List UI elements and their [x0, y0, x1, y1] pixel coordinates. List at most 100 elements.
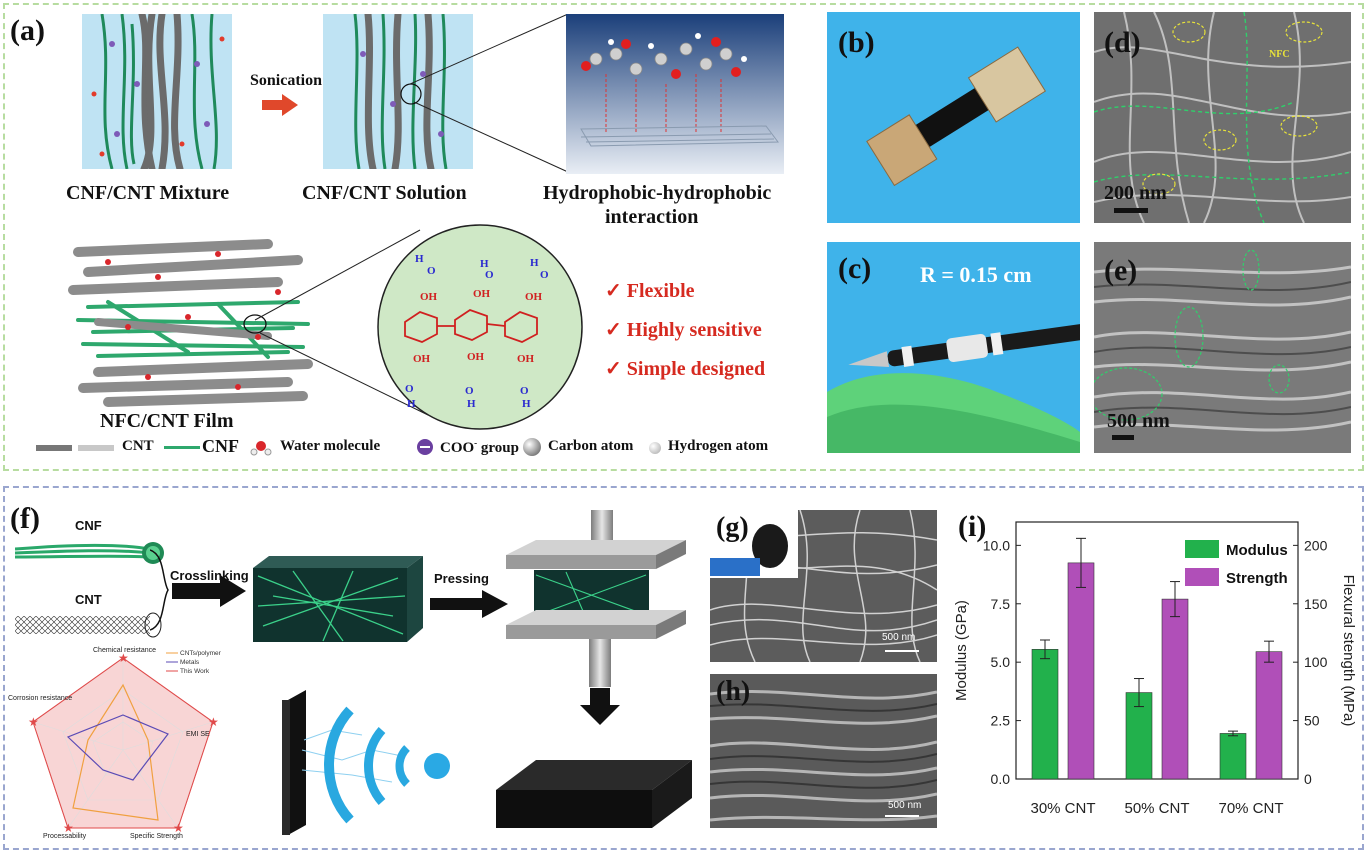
radar-chart: ★★★★★ Chemical resistance EMI SE Specifi… [8, 647, 222, 840]
y-tick-label: 2.5 [991, 713, 1011, 729]
zoom-lines-solution [410, 14, 569, 173]
caption-interaction-line2: interaction [605, 206, 699, 228]
legend-cnf: CNF [202, 436, 239, 456]
y-tick-label: 7.5 [991, 596, 1011, 612]
crosslinked-block-illustration [253, 556, 423, 642]
radar-axis-emi: EMI SE [186, 731, 210, 738]
legend-cnt: CNT [122, 438, 154, 454]
svg-text:★: ★ [208, 715, 219, 729]
radar-axis-processability: Processability [43, 833, 87, 840]
top-figure-frame [3, 3, 1364, 471]
coo-group-icon [417, 439, 433, 455]
svg-text:H: H [522, 398, 531, 410]
y-axis-label: Modulus (GPa) [953, 600, 970, 701]
sonication-label: Sonication [250, 72, 323, 89]
panel-label-d: (d) [1104, 26, 1141, 59]
svg-text:OH: OH [473, 288, 491, 300]
svg-text:O: O [405, 383, 414, 395]
cnf-fiber-bundle-illustration [15, 542, 164, 564]
label-cnf: CNF [75, 518, 102, 533]
svg-text:H: H [530, 257, 539, 269]
svg-text:OH: OH [413, 353, 431, 365]
pressed-film-illustration [496, 760, 692, 828]
y2-tick-label: 50 [1304, 713, 1320, 729]
bar-modulus [1219, 733, 1247, 780]
y2-tick-label: 0 [1304, 771, 1312, 787]
legend-swatch-modulus [1185, 540, 1219, 558]
svg-text:OH: OH [517, 353, 535, 365]
bend-radius-label: R = 0.15 cm [920, 262, 1032, 287]
legend-swatch-strength [1185, 568, 1219, 586]
bar-modulus [1031, 649, 1059, 780]
press-illustration [506, 510, 686, 725]
svg-text:OH: OH [467, 351, 485, 363]
svg-text:H: H [407, 398, 416, 410]
y-tick-label: 0.0 [991, 771, 1011, 787]
x-tick-label: 50% CNT [1124, 800, 1189, 817]
crosslinking-bracket [150, 549, 246, 631]
scale-label-h: 500 nm [888, 800, 922, 811]
svg-text:★: ★ [173, 821, 184, 835]
radar-axis-corrosion: Corrosion resistance [8, 695, 72, 702]
bar-strength [1255, 651, 1283, 780]
nfc-cnt-film-illustration [68, 239, 313, 407]
svg-text:H: H [415, 253, 424, 265]
panel-label-i: (i) [958, 510, 987, 543]
scale-label-e: 500 nm [1107, 410, 1170, 432]
pressing-arrow-icon [430, 590, 508, 618]
sonication-arrow-icon [262, 94, 298, 116]
y2-axis-label: Flexural stength (MPa) [1340, 575, 1355, 727]
svg-text:OH: OH [420, 291, 438, 303]
caption-mixture: CNF/CNT Mixture [66, 182, 230, 204]
panel-label-f: (f) [10, 502, 40, 535]
y-tick-label: 10.0 [983, 537, 1010, 553]
carbon-atom-icon [523, 438, 541, 456]
radar-legend-cnts: CNTs/polymer [180, 650, 222, 657]
benefit-highly-sensitive: ✓ Highly sensitive [605, 319, 762, 341]
plot-frame [1015, 521, 1299, 780]
caption-film: NFC/CNT Film [100, 410, 234, 432]
svg-text:O: O [540, 269, 549, 281]
y-tick-label: 5.0 [991, 654, 1011, 670]
radar-legend-thiswork: This Work [180, 668, 210, 675]
svg-text:O: O [427, 265, 436, 277]
label-cnt: CNT [75, 592, 102, 607]
sem-image-g [710, 510, 937, 662]
scale-label-d: 200 nm [1104, 182, 1167, 204]
panel-a-legend: CNT CNF Water molecule COO- group Carbon… [36, 436, 796, 458]
sem-image-e [1094, 242, 1351, 453]
caption-solution: CNF/CNT Solution [302, 182, 467, 204]
radar-legend-metals: Metals [180, 659, 200, 666]
panel-label-h: (h) [716, 676, 751, 707]
cnf-cnt-mixture-illustration [82, 14, 232, 169]
cnf-cnt-solution-illustration [323, 14, 473, 169]
svg-text:OH: OH [525, 291, 543, 303]
hydrogen-atom-icon [649, 442, 661, 454]
radar-axis-strength: Specific Strength [130, 833, 183, 840]
sensor-photo-b [827, 12, 1080, 223]
sem-image-d: NFC [1094, 12, 1351, 223]
svg-text:H: H [467, 398, 476, 410]
label-crosslinking: Crosslinking [170, 568, 249, 583]
legend-label-modulus: Modulus [1226, 542, 1288, 559]
water-molecule-icon [250, 441, 272, 456]
bar-strength [1161, 598, 1189, 780]
y2-tick-label: 200 [1304, 537, 1328, 553]
benefit-simple-designed: ✓ Simple designed [605, 358, 766, 380]
radar-axis-chemical: Chemical resistance [93, 647, 156, 654]
svg-text:★: ★ [28, 715, 39, 729]
panel-label-e: (e) [1104, 254, 1138, 287]
panel-label-c: (c) [838, 252, 872, 285]
nfc-annotation: NFC [1269, 49, 1290, 60]
hydrophobic-interaction-illustration [566, 14, 784, 174]
svg-text:H: H [480, 258, 489, 270]
benefit-flexible: ✓ Flexible [605, 280, 695, 302]
legend-hydrogen: Hydrogen atom [668, 438, 769, 454]
bottom-figure-frame [3, 486, 1364, 850]
emi-shielding-illustration [282, 690, 450, 835]
legend-label-strength: Strength [1226, 570, 1288, 587]
svg-text:O: O [485, 269, 494, 281]
legend-water: Water molecule [280, 438, 381, 454]
panel-label-g: (g) [716, 512, 749, 543]
